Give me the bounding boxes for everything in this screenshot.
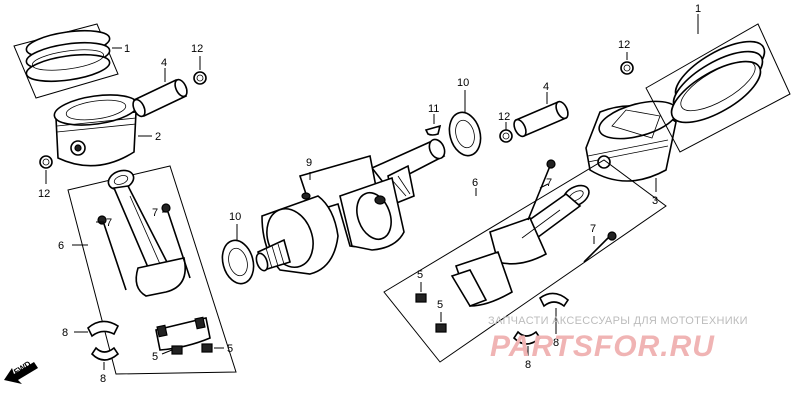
callout-washer-left: 10 — [229, 211, 241, 223]
pin-clip-right — [620, 61, 634, 75]
callout-conrod-right: 6 — [472, 177, 478, 189]
callout-bolt-right-b: 7 — [590, 223, 596, 235]
callout-bolt-left-b: 7 — [152, 207, 158, 219]
callout-clip-right: 12 — [618, 39, 630, 51]
callout-clip-mid: 12 — [498, 111, 510, 123]
piston-pin-right — [513, 100, 569, 138]
crankshaft — [255, 138, 446, 275]
callout-bearing-left-a: 8 — [62, 327, 68, 339]
rod-nuts-right — [415, 293, 447, 333]
callout-washer-right: 10 — [457, 77, 469, 89]
callout-bolt-right-a: 7 — [546, 177, 552, 189]
callout-nut-right-a: 5 — [417, 269, 423, 281]
thrust-washer-left — [221, 239, 255, 285]
callout-key: 11 — [428, 103, 439, 115]
callout-bolt-left-a: 7 — [106, 217, 112, 229]
callout-pin-left: 4 — [161, 57, 167, 69]
piston-right — [585, 100, 678, 182]
rod-nuts-left — [171, 343, 213, 355]
pin-clip-bottom-left — [39, 155, 53, 169]
rod-cap-right — [450, 250, 513, 307]
callout-bearing-right-a: 8 — [553, 337, 559, 349]
callout-nut-left-a: 5 — [152, 351, 158, 363]
fwd-arrow-icon: FWD — [4, 359, 38, 384]
rod-bearings-right — [512, 292, 570, 345]
callout-rings-left: 1 — [124, 43, 130, 55]
piston-rings-right — [645, 23, 791, 153]
woodruff-key — [424, 124, 442, 136]
callout-bearing-right-b: 8 — [525, 359, 531, 371]
conrod-box-right — [383, 159, 667, 363]
callout-nut-right-b: 5 — [437, 299, 443, 311]
thrust-washer-right — [448, 111, 482, 157]
rod-bearings-left — [87, 320, 120, 361]
callout-rings-right: 1 — [695, 3, 701, 15]
rod-bolts-right — [527, 159, 617, 263]
pin-clip-top-left — [193, 71, 207, 85]
connecting-rod-right — [489, 184, 590, 265]
callout-piston-right: 3 — [652, 195, 658, 207]
callout-piston-left: 2 — [155, 131, 161, 143]
callout-clip-top-left: 12 — [191, 43, 203, 55]
callout-pin-right: 4 — [543, 81, 549, 93]
pin-clip-mid — [499, 129, 513, 143]
conrod-box-left — [67, 165, 237, 375]
piston-left — [53, 94, 139, 167]
callout-bearing-left-b: 8 — [100, 373, 106, 385]
callout-crankshaft: 9 — [306, 157, 312, 169]
callout-nut-left-b: 5 — [227, 343, 233, 355]
connecting-rod-left — [107, 169, 186, 297]
watermark-tagline: ЗАПЧАСТИ АКСЕССУАРЫ ДЛЯ МОТОТЕХНИКИ — [488, 315, 748, 327]
callout-clip-bottom-left: 12 — [38, 188, 50, 200]
callout-conrod-left: 6 — [58, 240, 64, 252]
piston-rings-left — [13, 23, 119, 99]
rod-cap-left — [155, 316, 211, 351]
piston-pin-left — [132, 78, 188, 118]
watermark-logo: PARTSFOR.RU — [490, 330, 715, 363]
